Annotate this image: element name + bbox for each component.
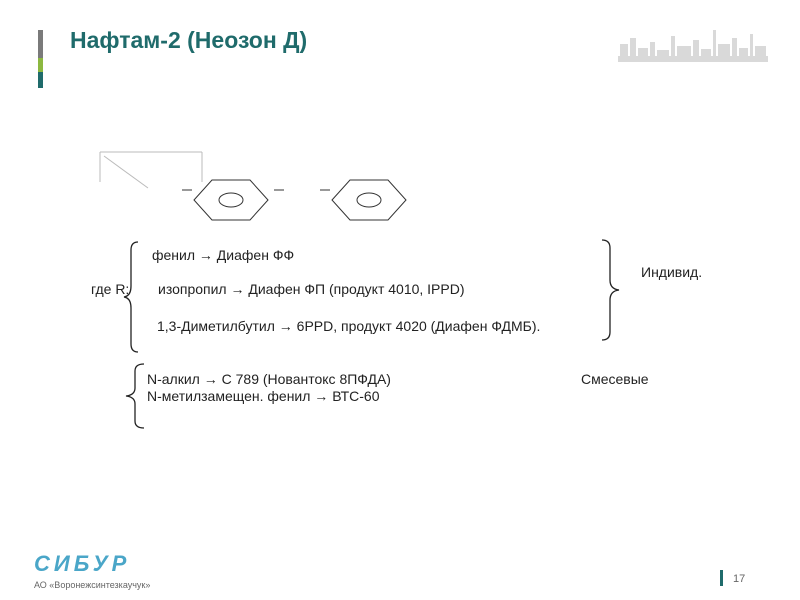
item-phenyl: фенил → Диафен ФФ bbox=[152, 247, 295, 263]
accent-bar-green bbox=[38, 58, 43, 72]
left-brace-mixed bbox=[125, 363, 145, 429]
item-n-methyl: N-метилзамещен. фенил → ВТС-60 bbox=[147, 388, 380, 404]
mixed-label: Смесевые bbox=[581, 371, 649, 387]
item-dimethylbutyl: 1,3-Диметилбутил → 6PPD, продукт 4020 (Д… bbox=[157, 318, 541, 334]
accent-bar-teal bbox=[38, 72, 43, 88]
page-number-marker bbox=[720, 570, 723, 586]
accent-bar-gray bbox=[38, 30, 43, 58]
individual-label: Индивид. bbox=[641, 264, 703, 280]
item-n-alkyl: N-алкил → С 789 (Новантокс 8ПФДА) bbox=[147, 371, 391, 387]
item-isopropyl: изопропил → Диафен ФП (продукт 4010, IPP… bbox=[158, 281, 465, 297]
sibur-logo: СИБУР bbox=[34, 552, 164, 574]
left-brace-individual bbox=[123, 241, 139, 353]
company-name: АО «Воронежсинтезкаучук» bbox=[34, 580, 151, 590]
page-number: 17 bbox=[733, 573, 746, 585]
slide-title: Нафтам-2 (Неозон Д) bbox=[70, 27, 308, 53]
industrial-skyline-icon bbox=[618, 30, 768, 62]
chemical-structure bbox=[99, 151, 407, 221]
right-brace-individual bbox=[601, 239, 620, 341]
logo-text: СИБУР bbox=[34, 552, 130, 574]
r-label: где R: bbox=[91, 281, 130, 297]
